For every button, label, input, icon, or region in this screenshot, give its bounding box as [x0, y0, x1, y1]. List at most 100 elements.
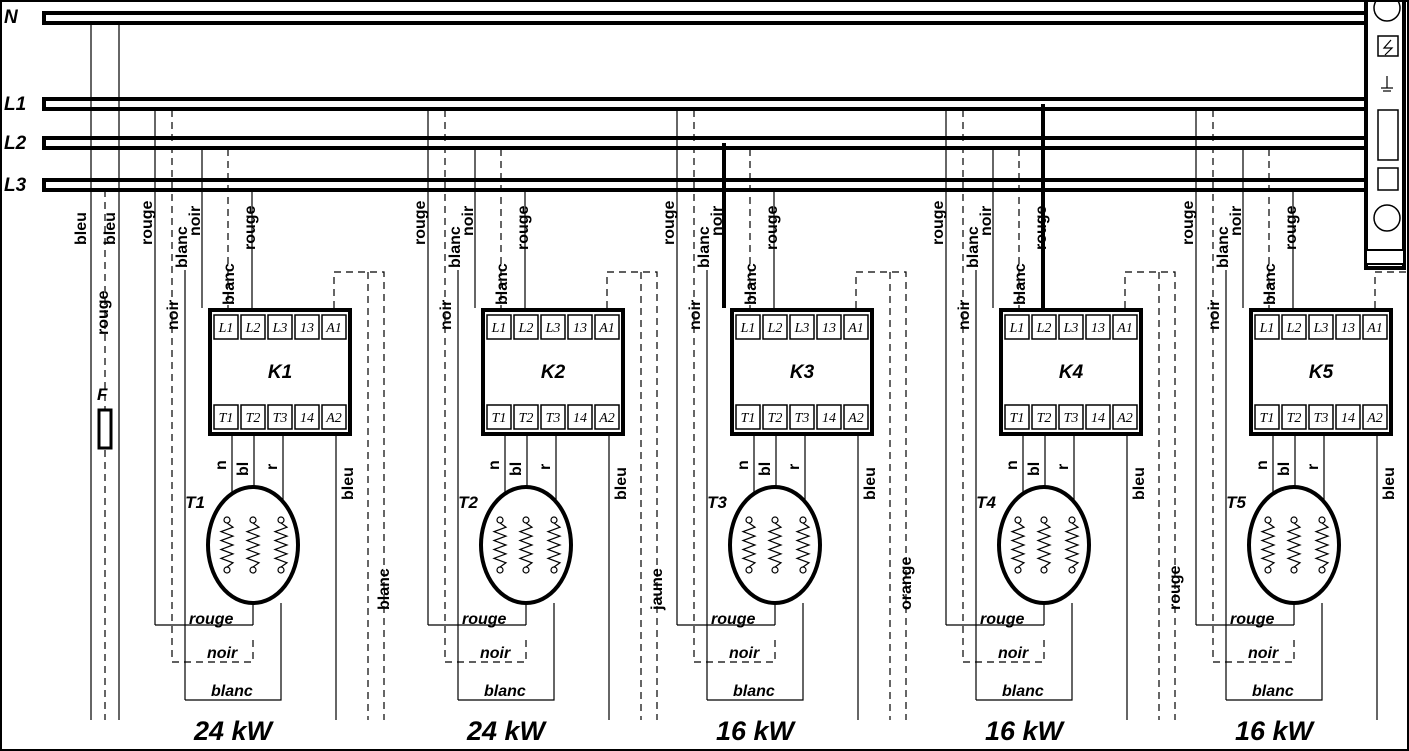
terminal-a2	[321, 404, 347, 430]
terminal-label-l2: L2	[1286, 321, 1302, 336]
terminal-label-t3: T3	[795, 411, 810, 426]
terminal-a2	[1362, 404, 1388, 430]
motor-lead-label-r: r	[537, 464, 554, 470]
terminal-14	[1085, 404, 1111, 430]
coil-terminal-bottom	[277, 566, 285, 574]
motor-lead-label-n: n	[735, 460, 752, 470]
wire-label-noir-side: noir	[165, 300, 182, 330]
coil-terminal-bottom	[1014, 566, 1022, 574]
wire-label-blanc: blanc	[696, 226, 713, 268]
terminal-a2	[1112, 404, 1138, 430]
heater-label: T4	[976, 493, 996, 512]
terminal-label-14: 14	[300, 411, 314, 426]
loop-label-rouge: rouge	[980, 611, 1025, 628]
heater-element	[997, 485, 1091, 605]
coil-terminal-bottom	[1290, 566, 1298, 574]
motor-lead-label-bl: bl	[235, 462, 252, 476]
coil-terminal-top	[223, 516, 231, 524]
wire-label-blanc-l2: blanc	[1012, 263, 1029, 305]
coil-terminal-top	[277, 516, 285, 524]
wire-aux-loop	[1374, 271, 1409, 308]
terminal-l3	[267, 314, 293, 340]
round-terminal-top-icon	[1373, 0, 1401, 22]
wire-label-noir: noir	[460, 206, 477, 236]
terminal-label-a1: A1	[1366, 321, 1383, 336]
terminal-t1	[213, 404, 239, 430]
winding-2	[1036, 516, 1052, 574]
terminal-t1	[486, 404, 512, 430]
wire-label-blanc-l2: blanc	[494, 263, 511, 305]
terminal-label-14: 14	[573, 411, 587, 426]
terminal-label-a2: A2	[598, 411, 615, 426]
terminal-t2	[762, 404, 788, 430]
terminal-label-l2: L2	[1036, 321, 1052, 336]
terminal-label-t1: T1	[492, 411, 507, 426]
power-rating: 16 kW	[716, 716, 797, 746]
terminal-t2	[1281, 404, 1307, 430]
contactor-label: K3	[790, 362, 815, 383]
terminal-t3	[1058, 404, 1084, 430]
heater-label: T5	[1226, 493, 1246, 512]
terminal-l2	[513, 314, 539, 340]
loop-label-noir: noir	[480, 645, 511, 662]
terminal-label-t2: T2	[1287, 411, 1302, 426]
wire-label-noir-side: noir	[1206, 300, 1223, 330]
terminal-13	[567, 314, 593, 340]
terminal-label-l3: L3	[545, 321, 561, 336]
bus-bar-l3	[42, 178, 1368, 192]
terminal-a1	[1362, 314, 1388, 340]
coil-terminal-top	[1264, 516, 1272, 524]
fuse-label: F	[97, 385, 108, 404]
aux-wire-label: orange	[898, 557, 915, 610]
terminal-label-l1: L1	[218, 321, 234, 336]
wire-label-noir-side: noir	[956, 300, 973, 330]
terminal-t2	[240, 404, 266, 430]
terminal-label-l2: L2	[767, 321, 783, 336]
heater-label: T3	[707, 493, 727, 512]
terminal-l2	[762, 314, 788, 340]
wire-label-noir: noir	[187, 206, 204, 236]
bus-bar-n	[42, 11, 1368, 25]
bus-bar-l1	[42, 97, 1368, 111]
terminal-label-l1: L1	[1259, 321, 1275, 336]
coil-winding	[1286, 522, 1302, 568]
terminal-label-t3: T3	[273, 411, 288, 426]
terminal-label-t1: T1	[1010, 411, 1025, 426]
coil-winding	[1010, 522, 1026, 568]
heater-element	[1247, 485, 1341, 605]
terminal-label-13: 13	[300, 321, 314, 336]
coil-winding	[219, 522, 235, 568]
wire-label-blanc: blanc	[1215, 226, 1232, 268]
heater-label: T2	[458, 493, 478, 512]
coil-winding	[1036, 522, 1052, 568]
terminal-label-t2: T2	[768, 411, 783, 426]
terminal-label-l1: L1	[491, 321, 507, 336]
terminal-t3	[267, 404, 293, 430]
loop-blanc	[976, 603, 1073, 701]
contactor-label: K2	[541, 362, 566, 383]
lightning-icon	[1377, 35, 1399, 57]
power-rating: 16 kW	[985, 716, 1066, 746]
terminal-l1	[1254, 314, 1280, 340]
coil-terminal-top	[1068, 516, 1076, 524]
heater-element	[479, 485, 573, 605]
aux-wire-label: jaune	[649, 568, 666, 611]
coil-winding	[1314, 522, 1330, 568]
wire-label-rouge-l3: rouge	[1283, 205, 1300, 250]
motor-lead-label-n: n	[213, 460, 230, 470]
terminal-t2	[513, 404, 539, 430]
terminal-t3	[789, 404, 815, 430]
terminal-a1	[594, 314, 620, 340]
loop-label-noir: noir	[729, 645, 760, 662]
contactor-label: K4	[1059, 362, 1084, 383]
terminal-label-13: 13	[1341, 321, 1355, 336]
terminal-label-t1: T1	[741, 411, 756, 426]
coil-wire-label: bleu	[340, 467, 357, 500]
motor-lead-label-r: r	[786, 464, 803, 470]
terminal-label-14: 14	[822, 411, 836, 426]
wire-aux-loop	[333, 271, 385, 720]
